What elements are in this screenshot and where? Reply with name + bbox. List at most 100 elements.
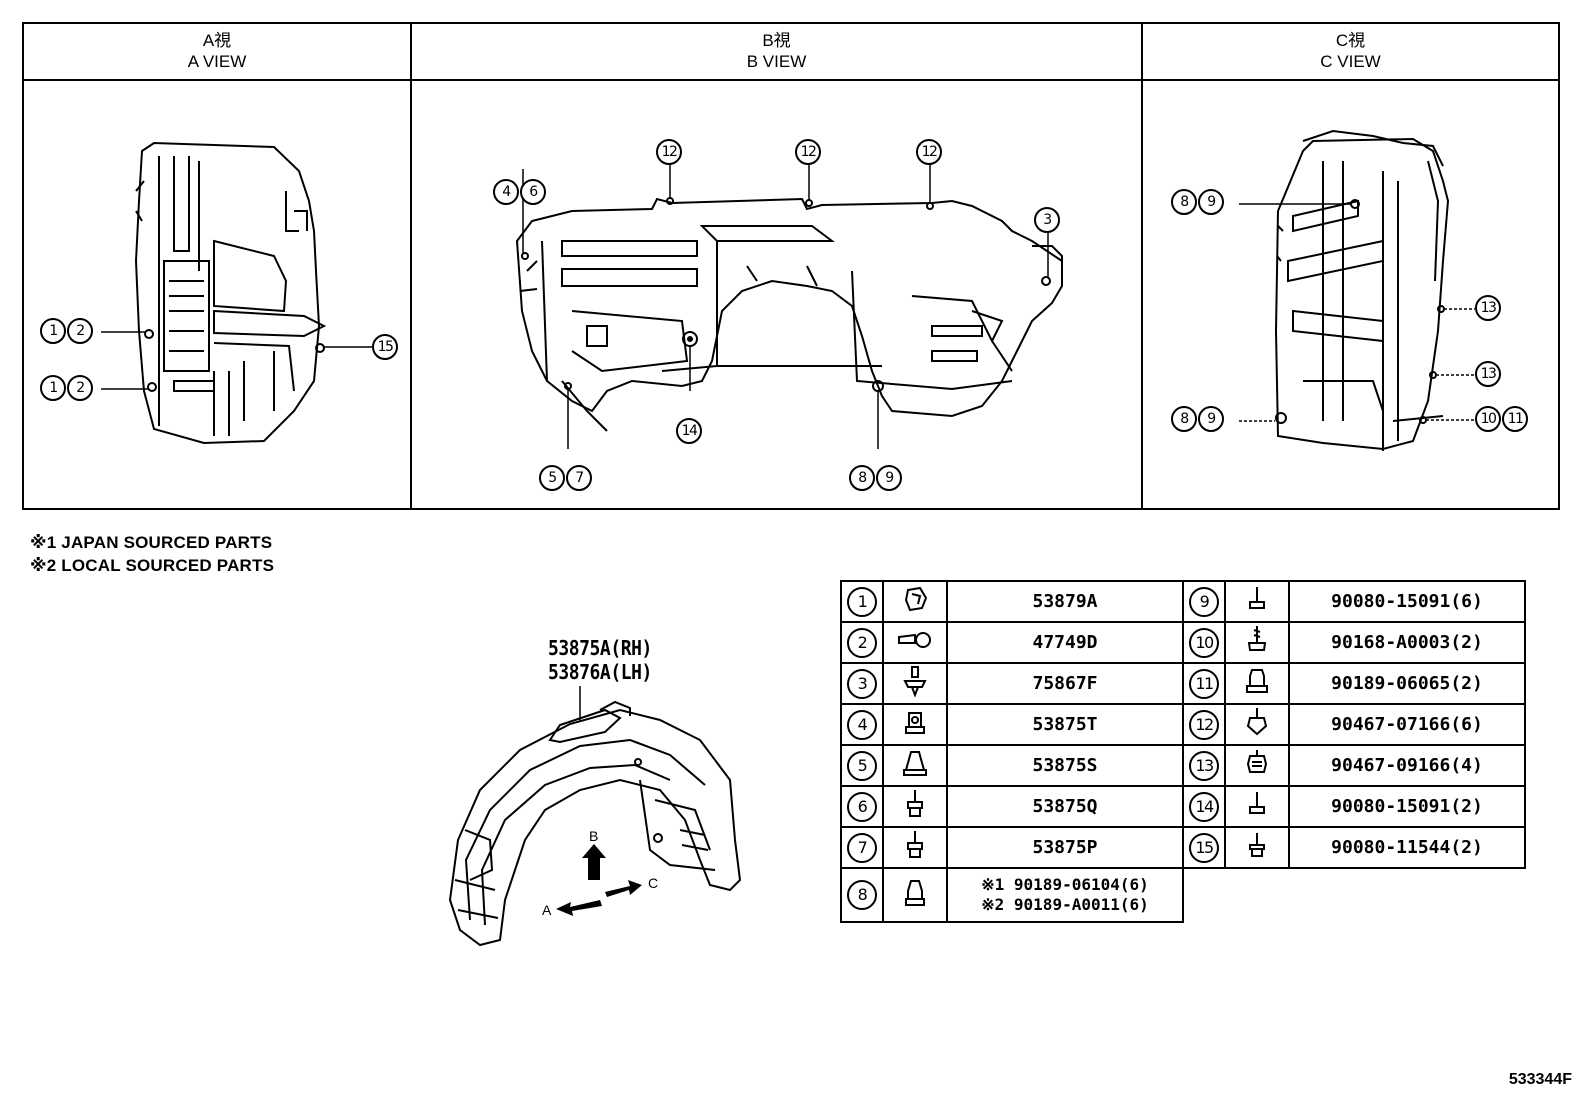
table-row: 7 53875P 15 90080-11544(2) bbox=[840, 826, 1526, 869]
part-number-circle: 8 bbox=[847, 880, 877, 910]
views-panel: A視 A VIEW bbox=[22, 22, 1560, 510]
b-callout-12-right: 12 bbox=[916, 139, 942, 165]
arrow-label-b: B bbox=[589, 828, 599, 844]
c-view-column: C視 C VIEW bbox=[1143, 24, 1558, 508]
part-number-circle: 5 bbox=[847, 750, 877, 781]
b-callout-5-7: 5 7 bbox=[539, 465, 592, 491]
b-view-drawing: 4 6 12 12 12 3 14 5 7 8 bbox=[412, 81, 1141, 508]
b-callout-4-6: 4 6 bbox=[493, 179, 546, 205]
parts-table: 1 53879A 9 90080-15091(6) 2 47749D 10 90… bbox=[840, 580, 1526, 923]
table-row: 4 53875T 12 90467-07166(6) bbox=[840, 703, 1526, 746]
part-number-japan: ※1 90189-06104(6) bbox=[981, 875, 1149, 894]
callout-circle: 10 bbox=[1475, 406, 1501, 432]
part-number-circle: 6 bbox=[847, 791, 877, 822]
part-number-cell: 53875S bbox=[946, 744, 1184, 787]
callout-circle: 13 bbox=[1475, 361, 1501, 387]
clip-icon bbox=[1246, 750, 1268, 773]
c-view-header: C視 C VIEW bbox=[1143, 24, 1558, 81]
table-row: 1 53879A 9 90080-15091(6) bbox=[840, 580, 1526, 623]
b-view-header: B視 B VIEW bbox=[412, 24, 1141, 81]
callout-circle: 6 bbox=[520, 179, 546, 205]
clip-icon bbox=[904, 586, 928, 612]
callout-circle: 5 bbox=[539, 465, 565, 491]
a-view-drawing: 1 2 1 2 15 bbox=[24, 81, 410, 508]
main-part-number-rh: 53875A(RH) bbox=[548, 636, 652, 660]
c-callout-8-9-lower: 8 9 bbox=[1171, 406, 1224, 432]
b-view-liner-drawing bbox=[515, 163, 1063, 449]
bolt-icon bbox=[1249, 833, 1265, 857]
callout-circle: 12 bbox=[656, 139, 682, 165]
grommet-icon bbox=[898, 632, 931, 648]
callout-circle: 11 bbox=[1502, 406, 1528, 432]
part-number-circle: 12 bbox=[1189, 709, 1219, 740]
callout-circle: 9 bbox=[876, 465, 902, 491]
a-view-title-jp: A視 bbox=[202, 31, 232, 50]
a-callout-1-2-lower: 1 2 bbox=[40, 375, 93, 401]
callout-circle: 8 bbox=[1171, 406, 1197, 432]
bolt-icon bbox=[1249, 792, 1265, 814]
screw-grommet-icon bbox=[1246, 708, 1268, 736]
part-number-cell: 90168-A0003(2) bbox=[1288, 621, 1526, 664]
a-view-column: A視 A VIEW bbox=[24, 24, 412, 508]
part-number-circle: 15 bbox=[1189, 832, 1219, 863]
flange-nut-icon bbox=[1246, 669, 1268, 693]
c-callout-8-9-upper: 8 9 bbox=[1171, 189, 1224, 215]
nut-clip-icon bbox=[905, 712, 925, 734]
c-callout-13-upper: 13 bbox=[1475, 295, 1501, 321]
c-callout-13-lower: 13 bbox=[1475, 361, 1501, 387]
callout-circle: 14 bbox=[676, 418, 702, 444]
a-view-header: A視 A VIEW bbox=[24, 24, 410, 81]
a-callout-1-2-upper: 1 2 bbox=[40, 318, 93, 344]
arrow-label-a: A bbox=[542, 902, 552, 918]
retainer-icon bbox=[903, 751, 927, 776]
part-number-circle: 2 bbox=[847, 627, 877, 658]
arrow-label-c: C bbox=[648, 875, 659, 891]
part-number-cell: 53879A bbox=[946, 580, 1184, 623]
b-callout-12-left: 12 bbox=[656, 139, 682, 165]
b-callout-8-9: 8 9 bbox=[849, 465, 902, 491]
part-number-circle: 7 bbox=[847, 832, 877, 863]
callout-circle: 2 bbox=[67, 318, 93, 344]
c-view-drawing: 8 9 13 13 8 9 10 11 bbox=[1143, 81, 1558, 508]
callout-circle: 12 bbox=[916, 139, 942, 165]
table-row: 5 53875S 13 90467-09166(4) bbox=[840, 744, 1526, 787]
b-callout-12-center: 12 bbox=[795, 139, 821, 165]
c-view-title-en: C VIEW bbox=[1320, 52, 1381, 71]
b-view-title-jp: B視 bbox=[762, 31, 791, 50]
b-callout-14: 14 bbox=[676, 418, 702, 444]
tapping-screw-icon bbox=[1247, 626, 1267, 651]
diagram-code: 533344F bbox=[1508, 1071, 1572, 1088]
c-view-title-jp: C視 bbox=[1335, 31, 1366, 50]
bolt-icon bbox=[1249, 587, 1265, 609]
push-rivet-icon bbox=[903, 666, 927, 698]
fender-liner-iso-drawing bbox=[448, 686, 742, 947]
part-number-cell: 90080-11544(2) bbox=[1288, 826, 1526, 869]
table-row: 2 47749D 10 90168-A0003(2) bbox=[840, 621, 1526, 664]
b-callout-3: 3 bbox=[1034, 207, 1060, 233]
nut-icon bbox=[905, 879, 925, 906]
part-number-cell: 53875Q bbox=[946, 785, 1184, 828]
callout-circle: 4 bbox=[493, 179, 519, 205]
part-number-cell: 75867F bbox=[946, 662, 1184, 705]
part-number-cell: 90080-15091(2) bbox=[1288, 785, 1526, 828]
part-number-cell: 53875P bbox=[946, 826, 1184, 869]
part-number-circle: 11 bbox=[1189, 668, 1219, 699]
callout-circle: 7 bbox=[566, 465, 592, 491]
callout-circle: 3 bbox=[1034, 207, 1060, 233]
b-view-title-en: B VIEW bbox=[746, 52, 807, 71]
a-callout-15: 15 bbox=[372, 334, 398, 360]
part-number-circle: 14 bbox=[1189, 791, 1219, 822]
screw-icon bbox=[907, 831, 923, 858]
empty-cell bbox=[1183, 868, 1525, 922]
part-number-circle: 3 bbox=[847, 668, 877, 699]
main-part-number-lh: 53876A(LH) bbox=[548, 660, 652, 684]
callout-circle: 8 bbox=[1171, 189, 1197, 215]
a-view-title-en: A VIEW bbox=[187, 52, 247, 71]
part-number-circle: 9 bbox=[1189, 586, 1219, 617]
callout-circle: 1 bbox=[40, 318, 66, 344]
part-number-circle: 10 bbox=[1189, 627, 1219, 658]
part-number-circle: 1 bbox=[847, 586, 877, 617]
part-number-cell: 47749D bbox=[946, 621, 1184, 664]
part-number-cell: 90467-09166(4) bbox=[1288, 744, 1526, 787]
callout-circle: 9 bbox=[1198, 406, 1224, 432]
